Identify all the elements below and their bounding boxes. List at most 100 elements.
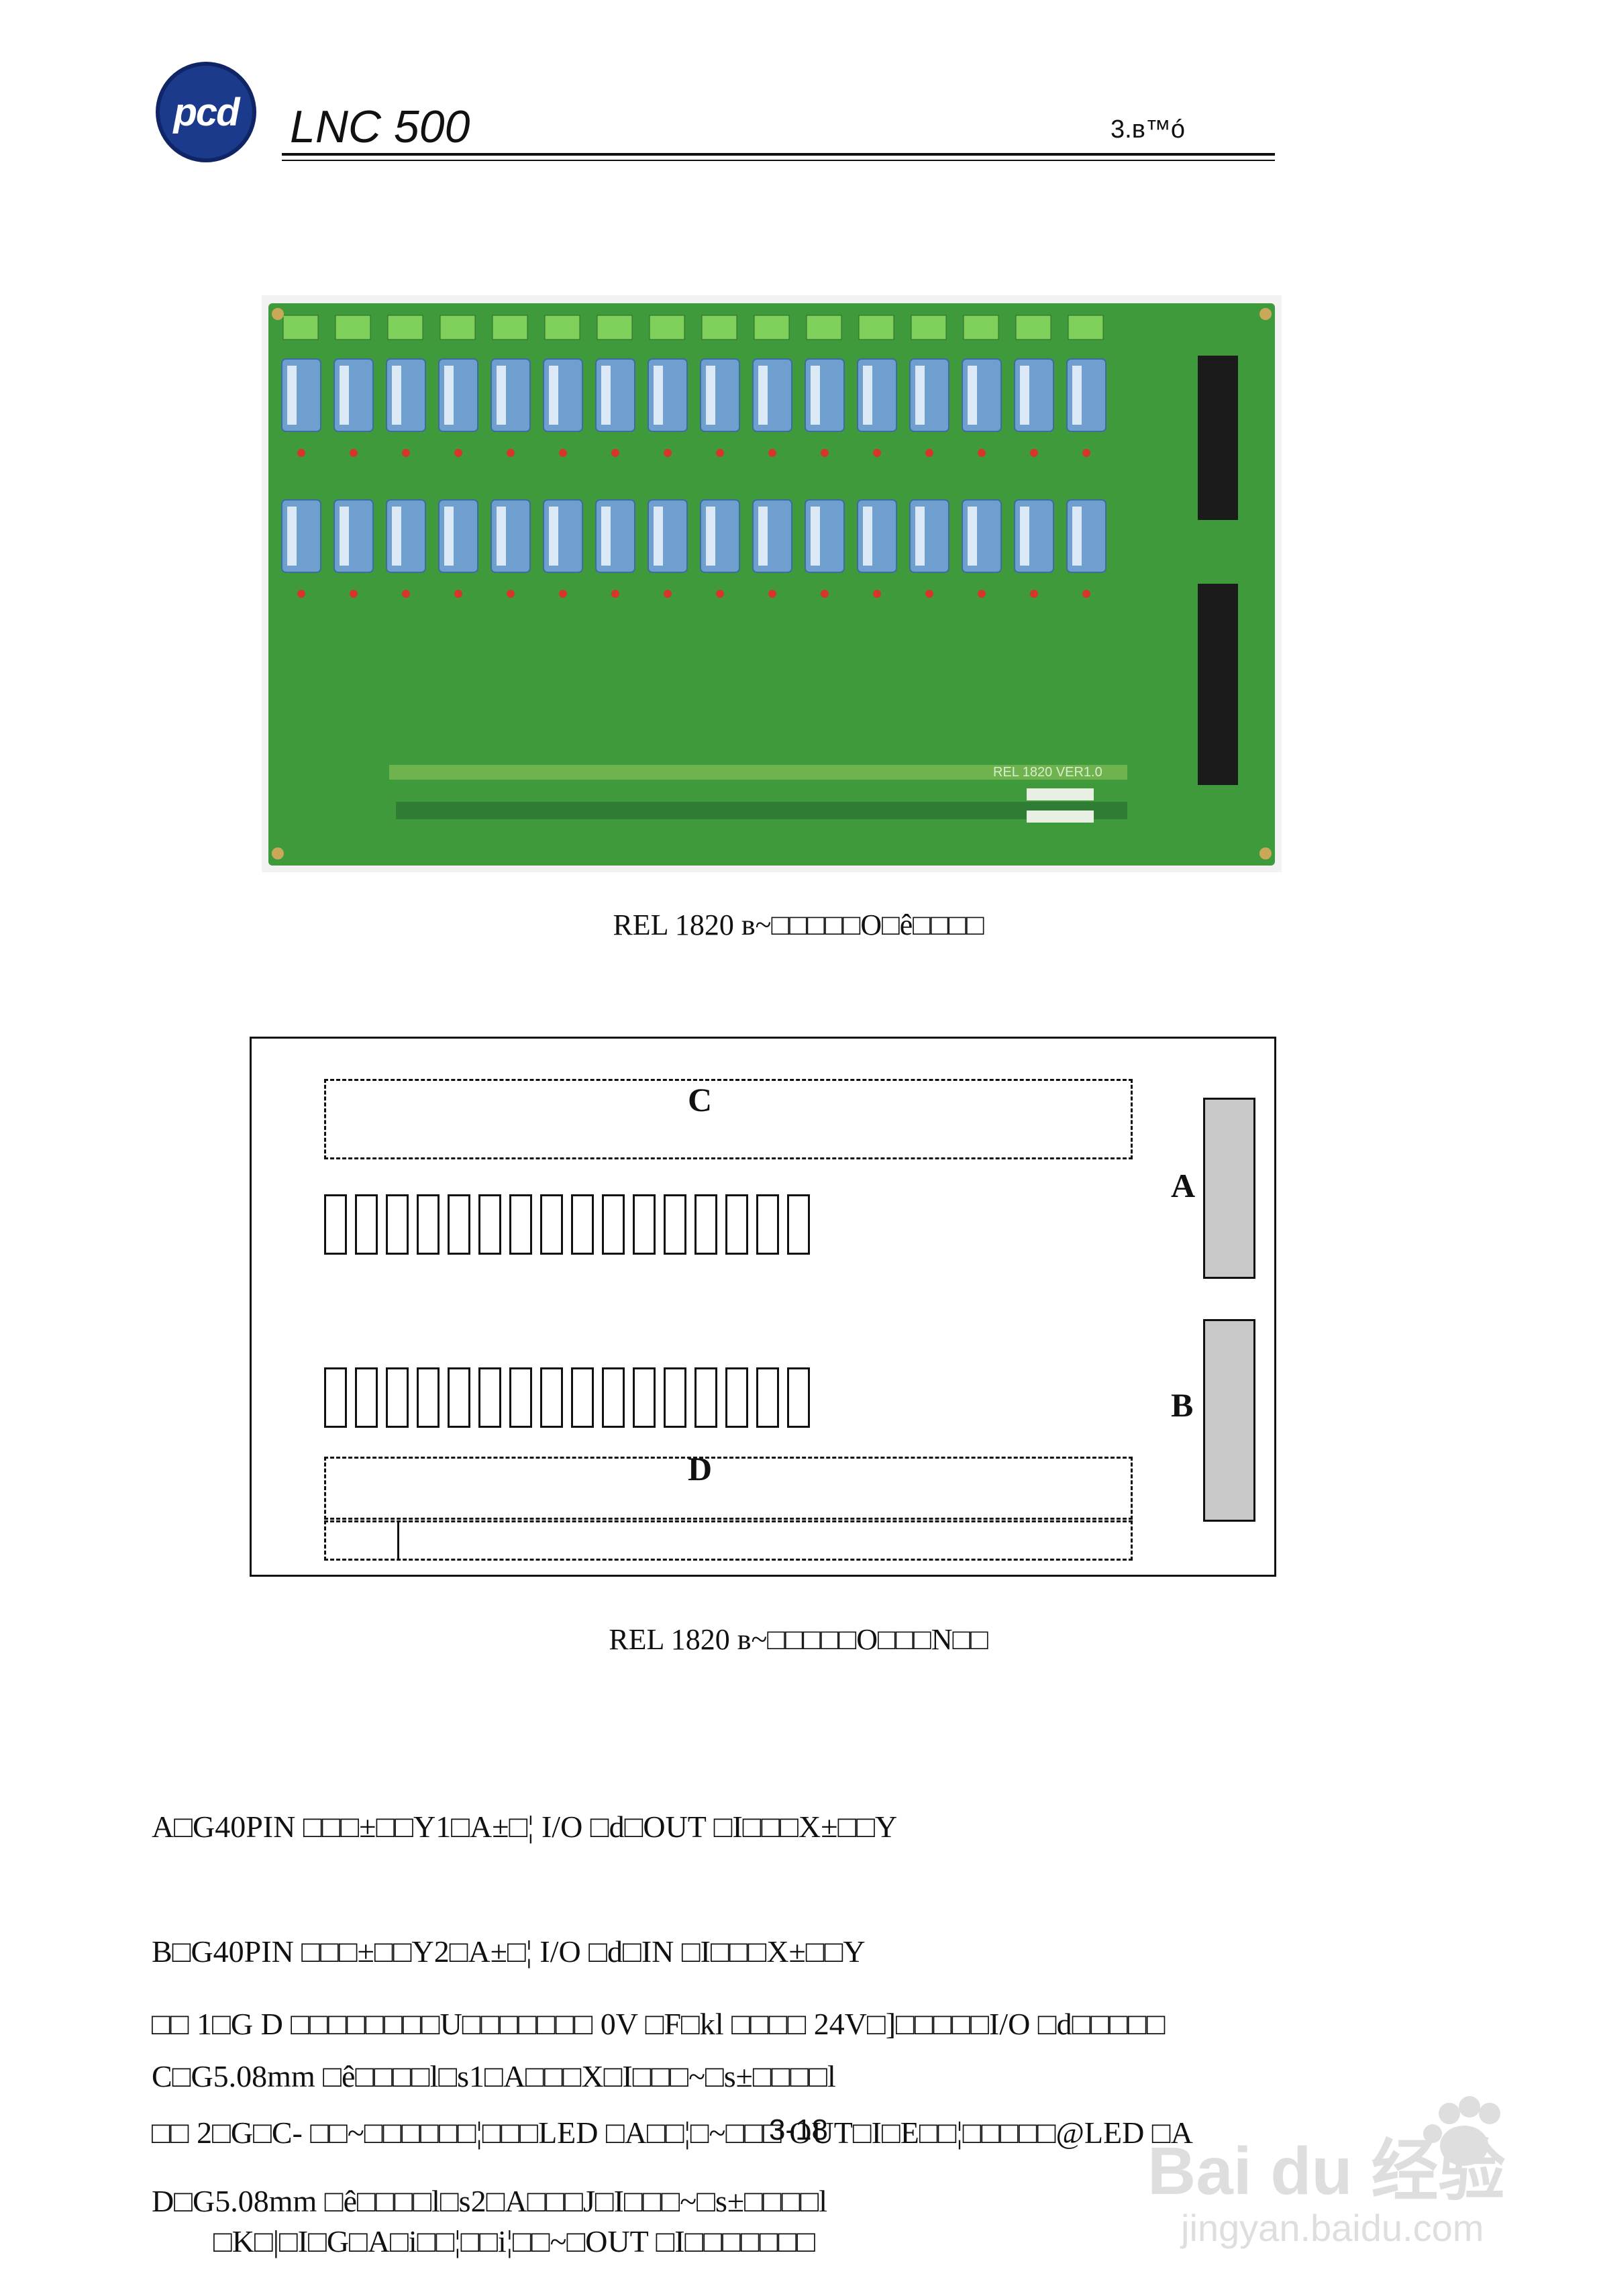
relay-highlight xyxy=(758,507,768,566)
relay-outline xyxy=(694,1194,717,1255)
relay-outline xyxy=(787,1367,810,1428)
status-led xyxy=(402,449,410,457)
relay-outline xyxy=(787,1194,810,1255)
relay-highlight xyxy=(811,366,820,425)
board-layout-diagram: C D A B xyxy=(250,1037,1276,1577)
region-c-box xyxy=(324,1079,1133,1159)
status-led xyxy=(297,449,305,457)
relay-outline xyxy=(540,1367,563,1428)
relay-board-photo: REL 1820 VER1.0 xyxy=(262,295,1282,872)
relay-highlight xyxy=(915,366,925,425)
status-led xyxy=(873,449,881,457)
terminal-block xyxy=(806,315,842,340)
status-led xyxy=(350,449,358,457)
relay-highlight xyxy=(758,366,768,425)
status-led xyxy=(507,449,515,457)
terminal-block xyxy=(1015,315,1051,340)
relay-highlight xyxy=(549,507,558,566)
relay-outline xyxy=(417,1194,440,1255)
pin-item-d: D□G5.08mm □ê□□□□l□s2□A□□□J□I□□□~□s±□□□□l xyxy=(152,2184,828,2218)
pin-item-a: A□G40PIN □□□±□□Y1□A±□¦ I/O □d□OUT □I□□□X… xyxy=(152,1810,898,1844)
status-led xyxy=(454,449,462,457)
note-2: □□ 2□G□C- □□~□□□□□□¦□□□LED □A□□¦□~□□□ OU… xyxy=(152,2116,1193,2150)
status-led xyxy=(507,590,515,598)
note-2-continued: □K□|□I□G□A□i□□¦□□i¦□□~□OUT □I□□□□□□□ xyxy=(152,2224,816,2258)
relay-highlight xyxy=(497,366,506,425)
relay-highlight xyxy=(340,507,349,566)
relay-highlight xyxy=(392,366,401,425)
status-led xyxy=(873,590,881,598)
terminal-block xyxy=(597,315,633,340)
relay-outline xyxy=(602,1194,625,1255)
status-led xyxy=(821,449,829,457)
terminal-block xyxy=(701,315,737,340)
relay-highlight xyxy=(915,507,925,566)
watermark-brand: Bai du 经验 xyxy=(1147,2134,1505,2209)
connector-b-label: B xyxy=(1171,1386,1194,1424)
pin-item-c: C□G5.08mm □ê□□□□l□s1□A□□□X□I□□□~□s±□□□□l xyxy=(152,2059,836,2093)
relay-highlight xyxy=(1020,366,1029,425)
terminal-block xyxy=(858,315,894,340)
terminal-block xyxy=(754,315,790,340)
relay-outline xyxy=(509,1194,532,1255)
terminal-block xyxy=(963,315,999,340)
region-d-sub-box xyxy=(324,1520,1133,1561)
relay-row-bottom xyxy=(324,1367,810,1428)
relay-outline xyxy=(633,1367,656,1428)
page-number: 3-18 xyxy=(768,2114,829,2146)
region-c-label: C xyxy=(688,1081,713,1118)
header-rule xyxy=(282,153,1275,156)
relay-outline xyxy=(602,1367,625,1428)
relay-highlight xyxy=(444,366,454,425)
relay-highlight xyxy=(968,507,977,566)
status-led xyxy=(978,590,986,598)
relay-highlight xyxy=(287,366,297,425)
relay-highlight xyxy=(1072,507,1082,566)
terminal-block xyxy=(1068,315,1104,340)
status-led xyxy=(1030,449,1038,457)
region-d-box xyxy=(324,1457,1133,1520)
relay-outline xyxy=(448,1194,470,1255)
relay-outline xyxy=(355,1367,378,1428)
relay-highlight xyxy=(1072,366,1082,425)
pin-description-list: A□G40PIN □□□±□□Y1□A±□¦ I/O □d□OUT □I□□□X… xyxy=(152,1723,897,2264)
status-led xyxy=(821,590,829,598)
terminal-block xyxy=(387,315,423,340)
status-led xyxy=(559,449,567,457)
status-led xyxy=(664,590,672,598)
relay-highlight xyxy=(654,507,663,566)
watermark-graphic: Bai du 经验 jingyan.baidu.com xyxy=(1147,2096,1505,2249)
status-led xyxy=(454,590,462,598)
terminal-block xyxy=(649,315,685,340)
pin-item-b: B□G40PIN □□□±□□Y2□A±□¦ I/O □d□IN □I□□□X±… xyxy=(152,1934,866,1969)
connector-a xyxy=(1203,1098,1255,1279)
document-title: LNC 500 xyxy=(290,101,470,152)
note-1: □□ 1□G D □□□□□□□□U□□□□□□□ 0V □F□kl □□□□ … xyxy=(152,2007,1166,2041)
status-led xyxy=(611,449,619,457)
relay-board-illustration: REL 1820 VER1.0 xyxy=(262,295,1282,872)
relay-outline xyxy=(571,1194,594,1255)
relay-highlight xyxy=(444,507,454,566)
status-led xyxy=(559,590,567,598)
header-rule-thin xyxy=(282,160,1275,161)
relay-outline xyxy=(633,1194,656,1255)
relay-highlight xyxy=(392,507,401,566)
photo-caption: REL 1820 в~□□□□□O□ê□□□□ xyxy=(613,908,984,941)
logo-text: pcd xyxy=(173,90,240,134)
relay-outline xyxy=(386,1367,409,1428)
relay-outline xyxy=(756,1367,779,1428)
notes-block: □□ 1□G D □□□□□□□□U□□□□□□□ 0V □F□kl □□□□ … xyxy=(152,1934,1193,2296)
relay-highlight xyxy=(863,507,872,566)
relay-row-top xyxy=(324,1194,810,1255)
relay-outline xyxy=(448,1367,470,1428)
relay-outline xyxy=(694,1367,717,1428)
relay-outline xyxy=(725,1367,748,1428)
relay-outline xyxy=(386,1194,409,1255)
status-led xyxy=(1030,590,1038,598)
relay-outline xyxy=(664,1367,686,1428)
relay-highlight xyxy=(654,366,663,425)
relay-outline xyxy=(478,1367,501,1428)
relay-outline xyxy=(725,1194,748,1255)
terminal-block xyxy=(492,315,528,340)
relay-outline xyxy=(540,1194,563,1255)
